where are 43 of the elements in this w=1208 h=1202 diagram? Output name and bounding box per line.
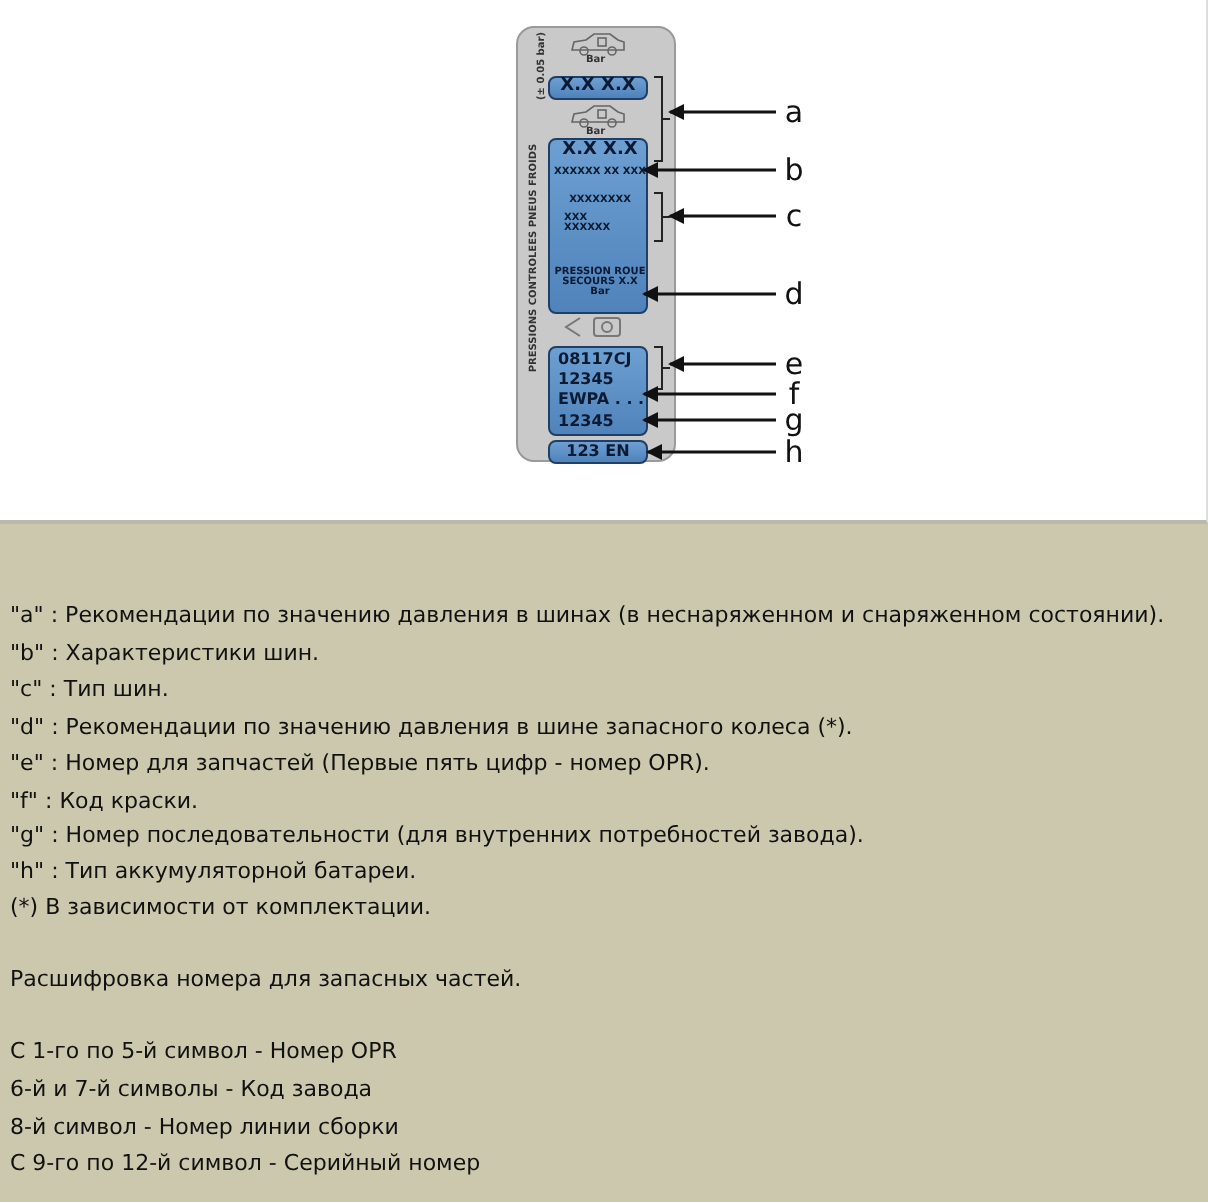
leader-arrow — [668, 356, 776, 372]
callout-letter: d — [780, 278, 808, 310]
callout-letter: g — [780, 404, 808, 436]
leader-arrow — [642, 412, 776, 428]
leader-arrow — [668, 208, 776, 224]
leader-arrow — [668, 104, 776, 120]
bracket — [654, 346, 670, 390]
callout-letter: a — [780, 96, 808, 128]
data-field — [548, 346, 648, 436]
explanation-text: 6-й и 7-й символы - Код завода — [10, 1076, 373, 1102]
tire-label-panel — [516, 26, 676, 462]
label-text: 08117CJ — [554, 352, 646, 372]
explanation-text: "h" : Тип аккумуляторной батареи. — [10, 858, 417, 884]
explanation-text: "f" : Код краски. — [10, 788, 199, 814]
explanation-text: (*) В зависимости от комплектации. — [10, 894, 432, 920]
value-field: X.X X.X — [548, 76, 648, 100]
leader-arrow — [646, 444, 776, 460]
bracket — [654, 192, 670, 242]
label-text: 12345 — [554, 372, 646, 392]
label-text: EWPA . . . — [554, 392, 646, 412]
explanation-text: С 1-го по 5-й символ - Номер OPR — [10, 1038, 397, 1064]
callout-letter: h — [780, 436, 808, 468]
explanation-text: "b" : Характеристики шин. — [10, 640, 320, 666]
label-text: X.X X.X — [554, 142, 646, 162]
leader-arrow — [642, 386, 776, 402]
explanation-text: "d" : Рекомендации по значению давления в шине запасного колеса (*). — [10, 714, 853, 740]
explanation-text: "e" : Номер для запчастей (Первые пять цифр - номер OPR). — [10, 750, 710, 776]
leader-arrow — [642, 162, 776, 178]
data-field — [548, 138, 648, 314]
leader-arrow — [642, 286, 776, 302]
explanation-text: "c" : Тип шин. — [10, 676, 169, 702]
explanation-text: 8-й символ - Номер линии сборки — [10, 1114, 399, 1140]
explanation-text: Расшифровка номера для запасных частей. — [10, 966, 522, 992]
bracket — [654, 76, 670, 162]
callout-letter: c — [780, 200, 808, 232]
callout-letter: f — [780, 378, 808, 410]
callout-letter: b — [780, 154, 808, 186]
value-field: 123 EN — [548, 440, 648, 464]
label-text: 12345 — [554, 414, 646, 434]
explanation-text: "g" : Номер последовательности (для внутренних потребностей завода). — [10, 822, 864, 848]
explanation-text: С 9-го по 12-й символ - Серийный номер — [10, 1150, 481, 1176]
explanation-text: "a" : Рекомендации по значению давления в шинах (в неснаряженном и снаряженном состоянии). — [10, 602, 1165, 628]
callout-letter: e — [780, 348, 808, 380]
